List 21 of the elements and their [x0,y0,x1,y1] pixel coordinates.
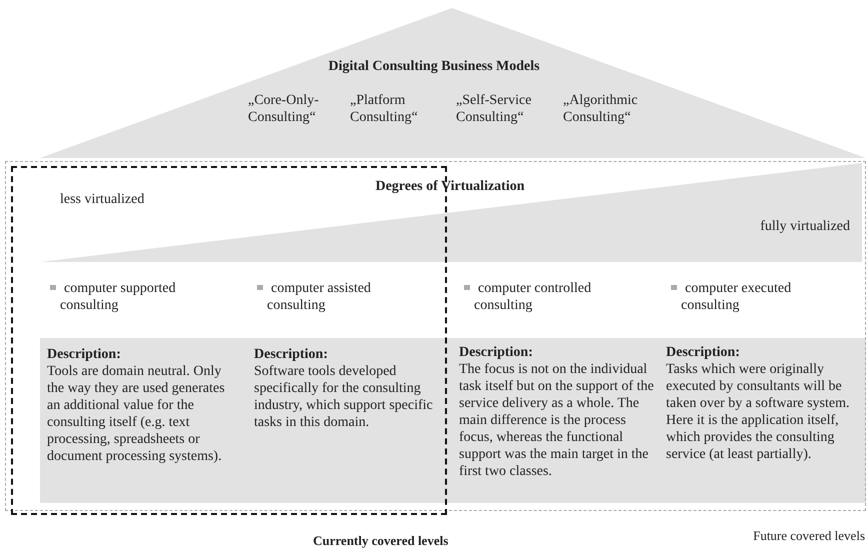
level-label: computer assisted consulting [267,280,372,314]
level-label: computer executed consulting [681,280,792,314]
section-heading: Degrees of Virtualization [374,178,526,195]
scale-label: less virtualized [60,191,146,208]
description-text: Tasks which were originally executed by consultants will be taken over by a software system. Here it is the application itself, which provides the consulting service (at least partially). [666,361,850,463]
description-heading: Description: [459,344,534,361]
level-label: computer supported consulting [60,280,177,314]
description-text: Tools are domain neutral. Only the way they are used generates an additional value for the consulting itself (e.g. text processing, spreadsheets or document processing systems). [47,363,226,465]
model-label: „Core-Only-Consulting“ [248,92,343,132]
description-heading: Description: [47,346,122,363]
description-text: Software tools developed specifically for the consulting industry, which support specific tasks in this domain. [254,363,434,431]
roof-heading: Digital Consulting Business Models [327,58,541,75]
description-heading: Description: [666,344,741,361]
model-label: „Algorithmic Consulting“ [563,92,663,132]
model-label: „Platform Consulting“ [350,92,445,132]
region-caption: Future covered levels [753,528,865,544]
scale-label: fully virtualized [759,218,850,235]
model-label: „Self-Service Consulting“ [456,92,556,132]
description-text: The focus is not on the individual task itself but on the support of the service delivery as a whole. The main difference is the process focus, whereas the functional support was the main target in the first two classes. [459,361,654,480]
level-label: computer controlled consulting [474,280,592,314]
description-heading: Description: [254,346,329,363]
